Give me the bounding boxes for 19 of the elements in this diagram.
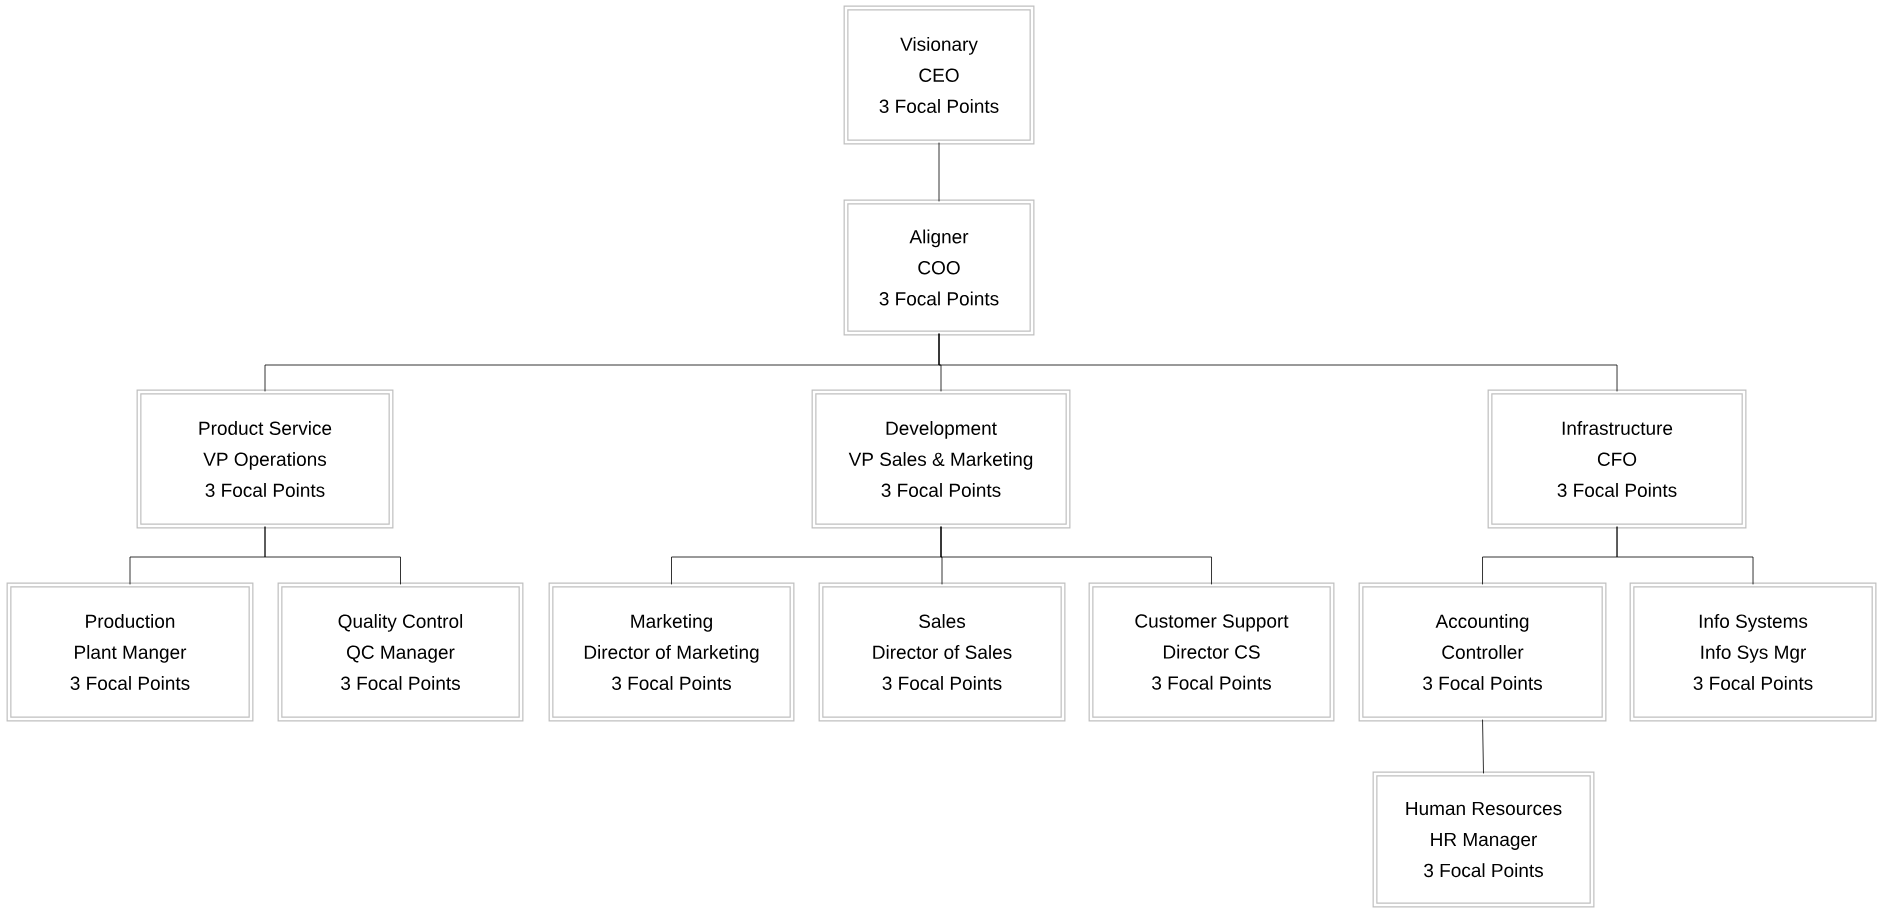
org-box: Aligner COO 3 Focal Points (843, 199, 1035, 336)
org-box: Customer Support Director CS 3 Focal Points (1088, 582, 1335, 722)
connector-line (938, 142, 940, 202)
connector-line (940, 526, 1212, 585)
connector-line (264, 526, 401, 585)
org-box: Infrastructure CFO 3 Focal Points (1487, 389, 1747, 529)
connector-line (938, 333, 1618, 392)
org-box: Sales Director of Sales 3 Focal Points (818, 582, 1066, 722)
org-box: Product Service VP Operations 3 Focal Points (136, 389, 394, 529)
org-box: Development VP Sales & Marketing 3 Focal Points (811, 389, 1071, 529)
org-box: Visionary CEO 3 Focal Points (843, 5, 1035, 145)
org-box: Accounting Controller 3 Focal Points (1358, 582, 1607, 722)
org-box: Production Plant Manger 3 Focal Points (6, 582, 254, 722)
connector-line (1482, 719, 1484, 774)
org-box: Marketing Director of Marketing 3 Focal Points (548, 582, 795, 722)
org-box: Quality Control QC Manager 3 Focal Points (277, 582, 524, 722)
org-box: Info Systems Info Sys Mgr 3 Focal Points (1629, 582, 1877, 722)
connector-line (1616, 526, 1754, 585)
org-box: Human Resources HR Manager 3 Focal Points (1372, 771, 1595, 908)
